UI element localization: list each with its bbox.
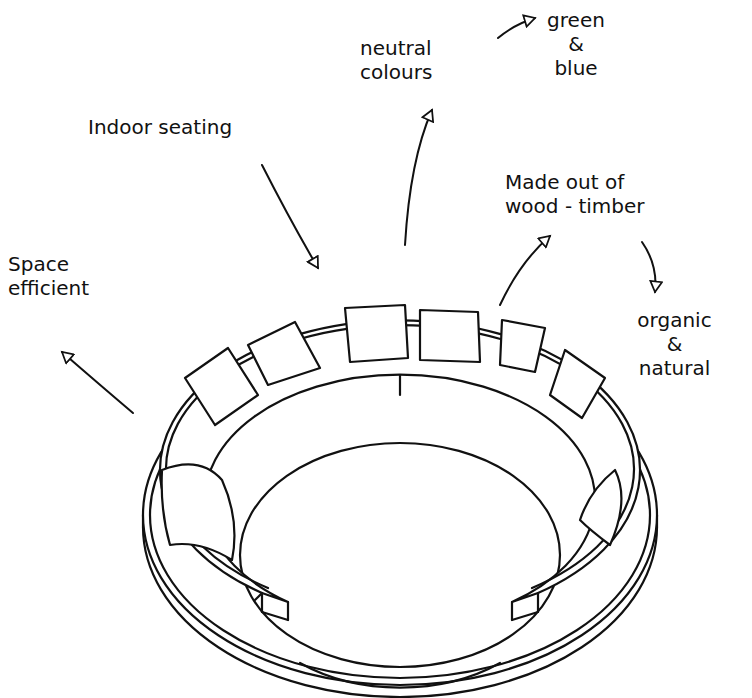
cushion — [580, 470, 621, 545]
cushion — [420, 310, 480, 362]
seat-end — [261, 593, 263, 612]
seat-end — [287, 602, 289, 620]
leader-arrow — [642, 242, 655, 292]
annotation-label: green & blue — [545, 8, 607, 80]
seat-joint — [399, 375, 401, 395]
seat-end — [512, 612, 538, 620]
annotation-label: organic & natural — [632, 308, 717, 380]
seat-end — [537, 593, 539, 612]
seat-end — [262, 612, 288, 620]
floor — [240, 443, 560, 667]
cushion — [162, 464, 235, 560]
leader-arrow — [62, 352, 133, 413]
annotation-label: Space efficient — [8, 252, 128, 300]
annotation-label: Made out of wood - timber — [505, 170, 665, 218]
cushion — [550, 350, 605, 418]
seat-end — [511, 602, 513, 620]
leader-arrow — [500, 236, 550, 305]
leader-arrow — [405, 110, 432, 245]
annotation-label: neutral colours — [360, 36, 470, 84]
leader-arrow — [262, 165, 318, 268]
cushion — [345, 305, 408, 362]
floor-step — [300, 663, 500, 688]
leader-arrow — [498, 18, 535, 38]
cushion — [500, 320, 545, 372]
annotation-label: Indoor seating — [88, 115, 232, 139]
cushion — [185, 348, 258, 425]
base-outer — [143, 345, 657, 685]
cushion — [248, 322, 320, 385]
seat-ring — [160, 320, 640, 602]
seat-back-line — [166, 325, 634, 588]
